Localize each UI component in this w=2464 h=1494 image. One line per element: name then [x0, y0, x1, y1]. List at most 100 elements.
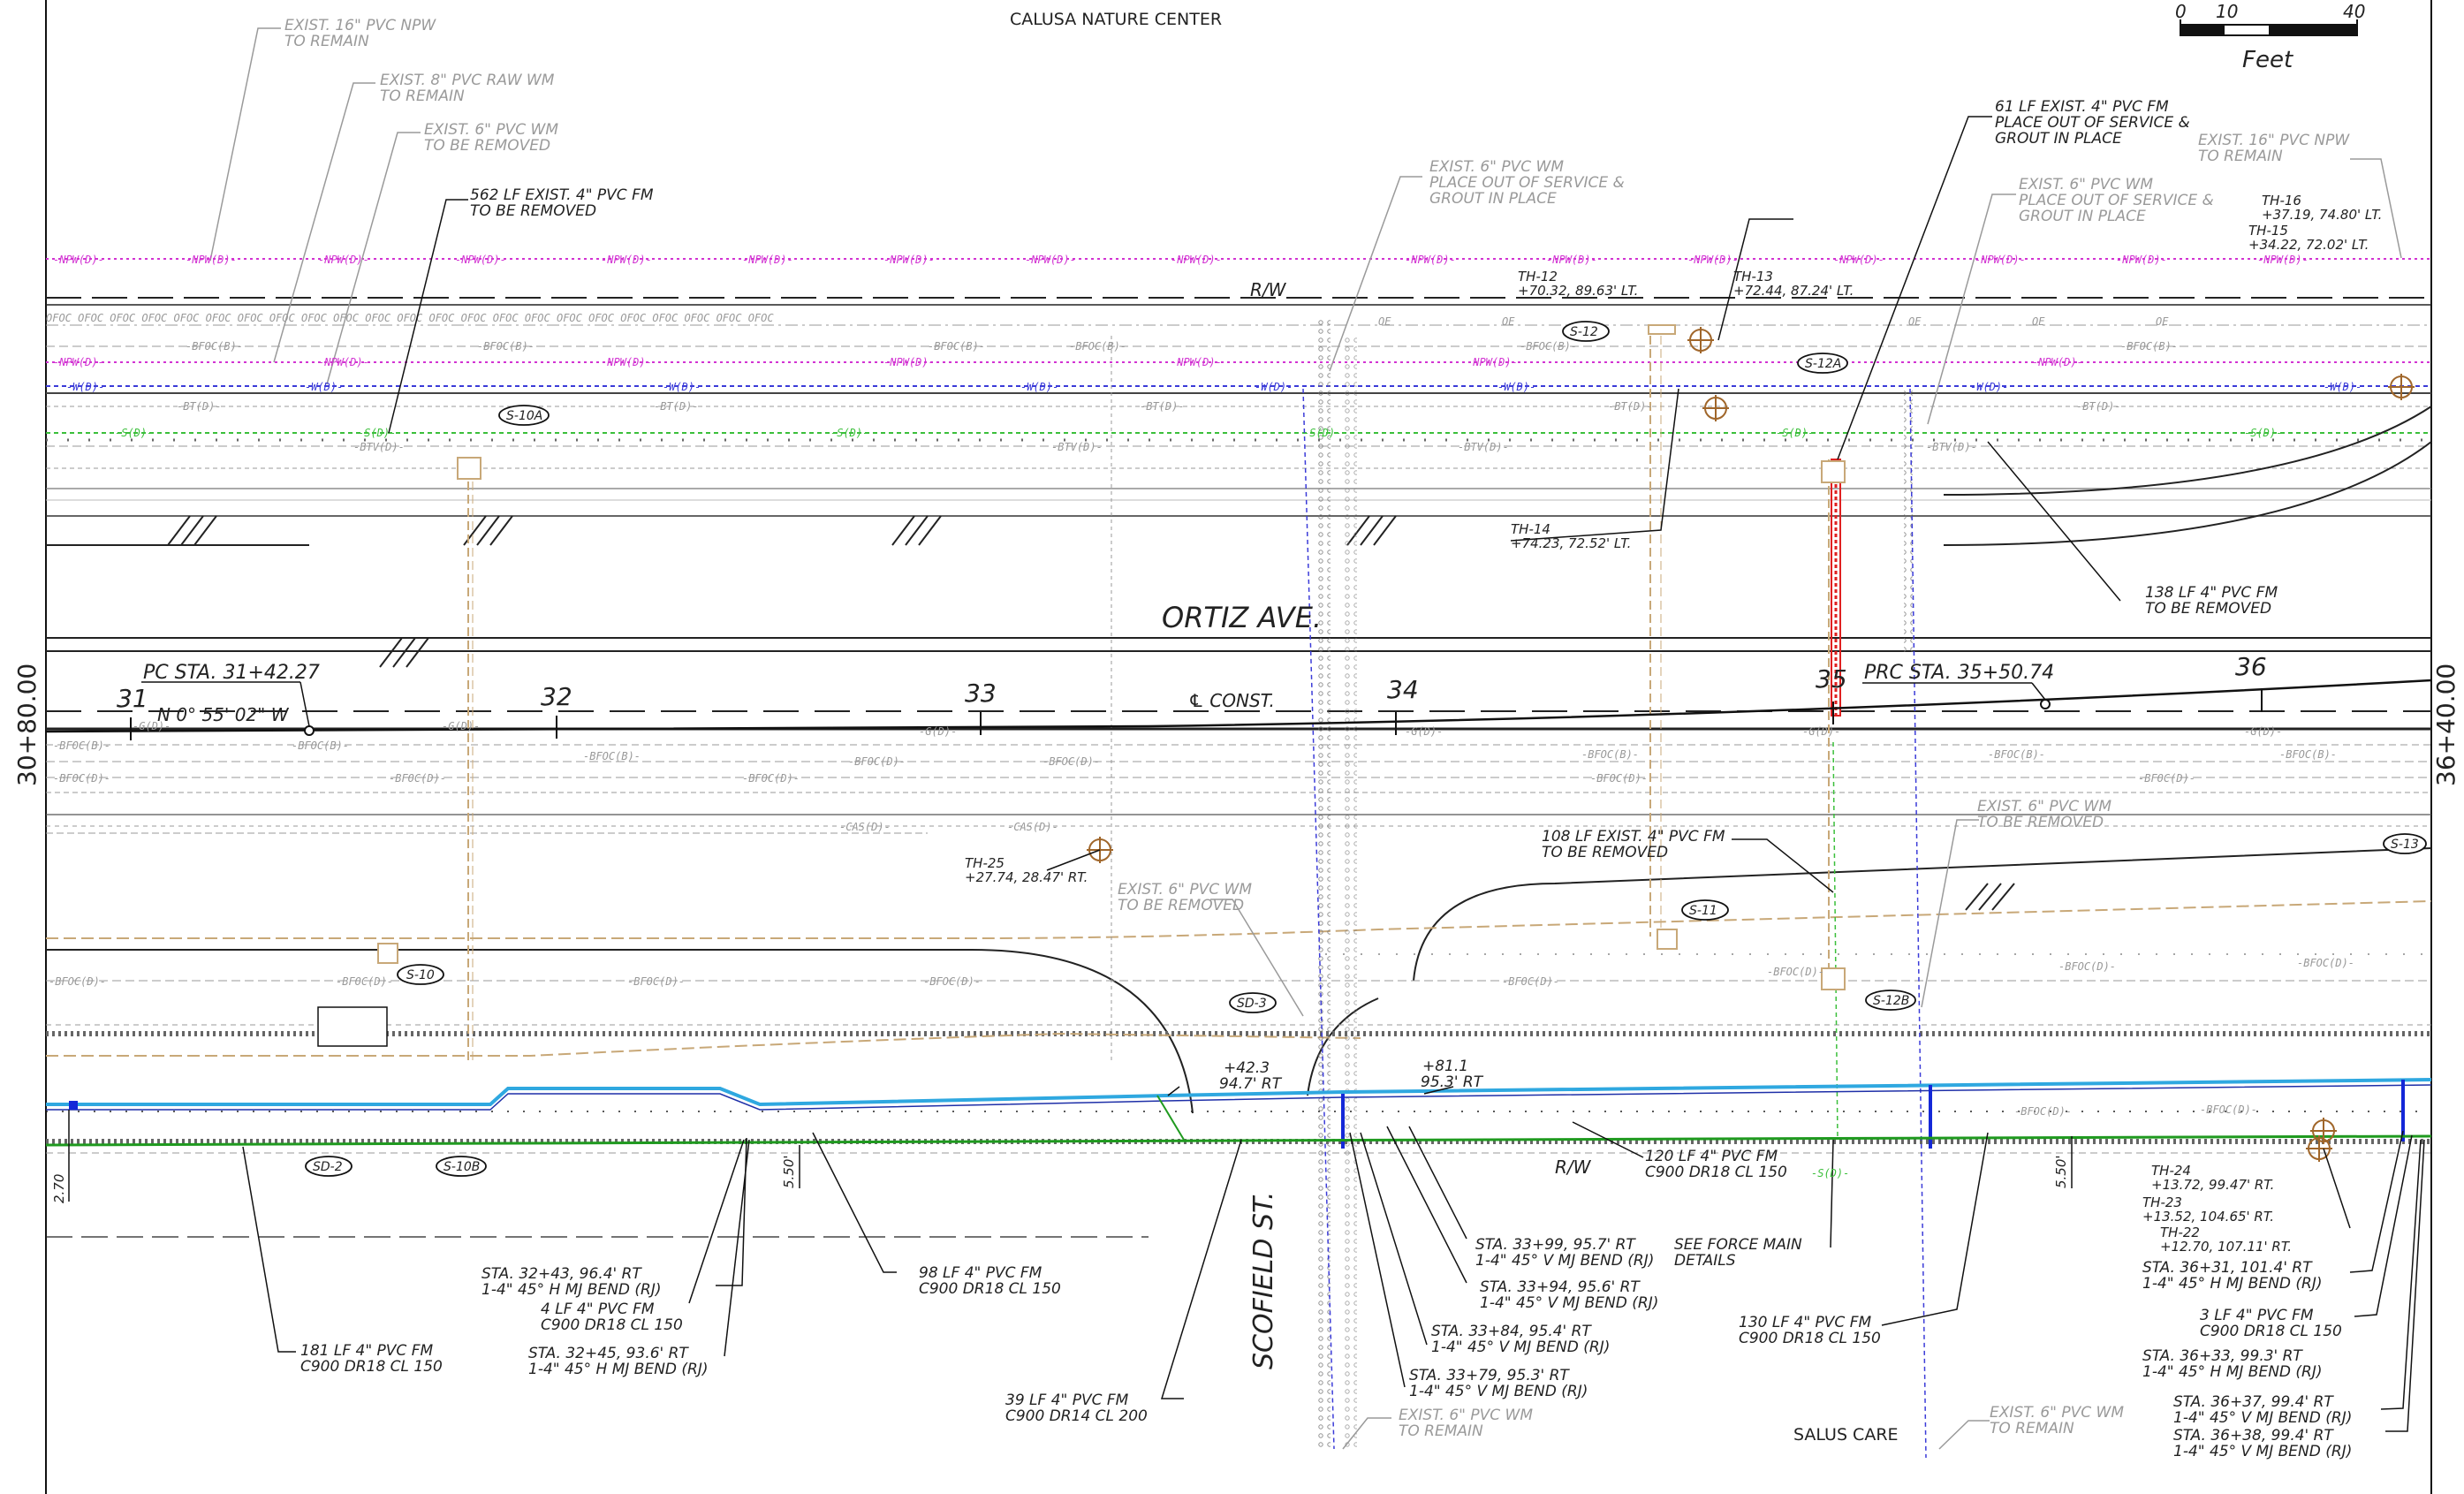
svg-text:-BFOC(D)-: -BFOC(D)- — [2297, 957, 2354, 969]
structure-s12a: S-12A — [1805, 357, 1841, 371]
svg-text:TO BE REMOVED: TO BE REMOVED — [1118, 897, 1244, 914]
svg-text:-NPW(D)-: -NPW(D)- — [601, 356, 652, 368]
svg-text:-BFOC(D)-: -BFOC(D)- — [1590, 772, 1648, 785]
scale-bar — [2180, 19, 2358, 36]
svg-text:-NPW(D)-: -NPW(D)- — [1405, 254, 1456, 266]
utility-box — [317, 1006, 388, 1047]
station-35: 35 — [1816, 664, 1847, 694]
svg-text:TO REMAIN: TO REMAIN — [380, 87, 465, 105]
svg-text:-S(D)-: -S(D)- — [830, 427, 868, 439]
svg-text:TH-12: TH-12 — [1518, 269, 1558, 284]
svg-text:-S(D)-: -S(D)- — [358, 427, 396, 439]
svg-text:-W(D)-: -W(D)- — [305, 381, 343, 393]
svg-text:-S(D)-: -S(D)- — [115, 427, 153, 439]
svg-text:-NPW(D)-: -NPW(D)- — [883, 356, 935, 368]
svg-text:-W(D)-: -W(D)- — [1020, 381, 1058, 393]
structure-sd2: SD-2 — [313, 1160, 343, 1174]
svg-text:-G(D)-: -G(D)- — [1405, 725, 1443, 738]
callout-wm-6-oos-right: EXIST. 6" PVC WM PLACE OUT OF SERVICE & … — [2019, 176, 2214, 225]
svg-text:EXIST. 6" PVC WM: EXIST. 6" PVC WM — [1990, 1404, 2124, 1422]
svg-text:EXIST. 6" PVC WM: EXIST. 6" PVC WM — [1399, 1407, 1533, 1424]
svg-text:TH-14: TH-14 — [1511, 521, 1550, 537]
callout-fm-3: 3 LF 4" PVC FM C900 DR18 CL 150 — [2200, 1307, 2342, 1340]
svg-text:-BFOC(D)-: -BFOC(D)- — [923, 975, 981, 988]
svg-text:OE: OE — [1908, 315, 1922, 328]
callout-wm-6-right-removed: EXIST. 6" PVC WM TO BE REMOVED — [1977, 798, 2111, 831]
svg-text:-NPW(D)-: -NPW(D)- — [455, 254, 506, 266]
svg-text:-BFOC(D)-: -BFOC(D)- — [848, 755, 906, 768]
callout-sta-3399: STA. 33+99, 95.7' RT 1-4" 45° V MJ BEND … — [1475, 1236, 1654, 1270]
svg-text:562 LF EXIST. 4" PVC FM: 562 LF EXIST. 4" PVC FM — [470, 186, 654, 204]
svg-text:C900 DR18 CL 150: C900 DR18 CL 150 — [1645, 1164, 1787, 1181]
utility-tags-top: -NPW(D)- -NPW(D)- -NPW(D)- -NPW(D)- -NPW… — [53, 254, 2362, 453]
svg-text:138 LF 4" PVC FM: 138 LF 4" PVC FM — [2145, 584, 2278, 602]
test-hole-symbols — [1087, 327, 2415, 1162]
callout-fm-138: 138 LF 4" PVC FM TO BE REMOVED — [2145, 584, 2278, 618]
svg-text:+34.22, 72.02' LT.: +34.22, 72.02' LT. — [2248, 237, 2369, 253]
proposed-force-main — [46, 1078, 2432, 1149]
svg-text:TO REMAIN: TO REMAIN — [1990, 1420, 2074, 1437]
svg-text:-BFOC(B)-: -BFOC(B)- — [186, 340, 243, 353]
svg-text:-BFOC(B)-: -BFOC(B)- — [292, 739, 349, 752]
svg-text:OE: OE — [2032, 315, 2045, 328]
utility-tags-lower: -BFOC(D)- -BFOC(D)- -BFOC(D)- -BFOC(D)- … — [49, 957, 2354, 1179]
svg-text:-BFOC(D)-: -BFOC(D)- — [49, 975, 106, 988]
prc-station-label: PRC STA. 35+50.74 — [1864, 662, 2054, 684]
svg-text:-NPW(D)-: -NPW(D)- — [318, 254, 369, 266]
svg-text:1-4" 45° V MJ BEND (RJ): 1-4" 45° V MJ BEND (RJ) — [1409, 1383, 1588, 1400]
ortiz-ave-label: ORTIZ AVE. — [1162, 601, 1322, 634]
scale-unit: Feet — [2242, 47, 2293, 73]
svg-text:OE: OE — [1502, 315, 1515, 328]
callout-sta-3633: STA. 36+33, 99.3' RT 1-4" 45° H MJ BEND … — [2142, 1347, 2323, 1381]
svg-text:TO BE REMOVED: TO BE REMOVED — [424, 137, 550, 155]
station-36: 36 — [2235, 652, 2267, 681]
callout-raw-wm: EXIST. 8" PVC RAW WM TO REMAIN — [380, 72, 555, 105]
fiber-bank-crossing — [1315, 318, 1331, 1449]
svg-text:OE: OE — [1378, 315, 1391, 328]
svg-text:+70.32, 89.63' LT.: +70.32, 89.63' LT. — [1518, 283, 1638, 299]
svg-text:-BFOC(B)-: -BFOC(B)- — [1069, 340, 1126, 353]
svg-text:TO BE REMOVED: TO BE REMOVED — [2145, 600, 2271, 618]
svg-text:-W(D)-: -W(D)- — [1255, 381, 1293, 393]
svg-text:PLACE OUT OF SERVICE &: PLACE OUT OF SERVICE & — [1995, 114, 2190, 132]
callout-fm-4: 4 LF 4" PVC FM C900 DR18 CL 150 — [541, 1301, 683, 1334]
svg-text:+42.3: +42.3 — [1224, 1059, 1270, 1077]
dimension-marks — [68, 1110, 2073, 1202]
structure-s12b: S-12B — [1873, 994, 1909, 1008]
callout-sta-3245: STA. 32+45, 93.6' RT 1-4" 45° H MJ BEND … — [528, 1345, 709, 1378]
svg-text:-BFOC(B)-: -BFOC(B)- — [1988, 748, 2045, 761]
svg-text:-BFOC(D)-: -BFOC(D)- — [2138, 772, 2195, 785]
fiber-bank-crossing-2 — [1345, 336, 1357, 1449]
salus-care-label: SALUS CARE — [1793, 1425, 1899, 1445]
callout-fm-61: 61 LF EXIST. 4" PVC FM PLACE OUT OF SERV… — [1995, 98, 2190, 148]
station-32: 32 — [541, 682, 572, 711]
svg-text:EXIST. 16" PVC NPW: EXIST. 16" PVC NPW — [2198, 132, 2350, 149]
svg-text:-BFOC(B)-: -BFOC(B)- — [1520, 340, 1577, 353]
callout-fm-120: 120 LF 4" PVC FM C900 DR18 CL 150 — [1645, 1148, 1787, 1181]
svg-text:C900 DR18 CL 150: C900 DR18 CL 150 — [1739, 1330, 1881, 1347]
svg-text:EXIST. 16" PVC NPW: EXIST. 16" PVC NPW — [284, 17, 436, 34]
svg-text:-CAS(D)-: -CAS(D)- — [839, 821, 891, 833]
svg-text:-NPW(D)-: -NPW(D)- — [2257, 254, 2309, 266]
svg-text:PLACE OUT OF SERVICE &: PLACE OUT OF SERVICE & — [1429, 174, 1625, 192]
callout-th-12: TH-12 +70.32, 89.63' LT. — [1518, 269, 1638, 299]
callout-th-24: TH-24 +13.72, 99.47' RT. — [2151, 1163, 2274, 1193]
svg-text:-BFOC(B)-: -BFOC(B)- — [928, 340, 985, 353]
svg-text:TH-22: TH-22 — [2160, 1225, 2200, 1240]
svg-text:GROUT IN PLACE: GROUT IN PLACE — [1995, 130, 2122, 148]
wm-crossing-right — [1904, 389, 1913, 654]
dim-550-right: 5.50' — [2053, 1155, 2069, 1188]
svg-text:-BTV(D)-: -BTV(D)- — [1458, 441, 1509, 453]
callout-fm-181: 181 LF 4" PVC FM C900 DR18 CL 150 — [300, 1342, 443, 1376]
svg-text:SEE FORCE MAIN: SEE FORCE MAIN — [1674, 1236, 1802, 1254]
svg-text:TO BE REMOVED: TO BE REMOVED — [470, 202, 596, 220]
callout-th-25: TH-25 +27.74, 28.47' RT. — [965, 855, 1088, 885]
svg-text:+13.52, 104.65' RT.: +13.52, 104.65' RT. — [2142, 1209, 2274, 1225]
svg-text:-BT(D)-: -BT(D)- — [1140, 400, 1185, 413]
rw-bottom-label: R/W — [1555, 1157, 1592, 1178]
svg-text:+13.72, 99.47' RT.: +13.72, 99.47' RT. — [2151, 1177, 2274, 1193]
svg-text:STA. 36+31, 101.4' RT: STA. 36+31, 101.4' RT — [2142, 1259, 2313, 1277]
svg-text:TH-23: TH-23 — [2142, 1194, 2182, 1210]
svg-text:-NPW(D)-: -NPW(D)- — [1687, 254, 1739, 266]
